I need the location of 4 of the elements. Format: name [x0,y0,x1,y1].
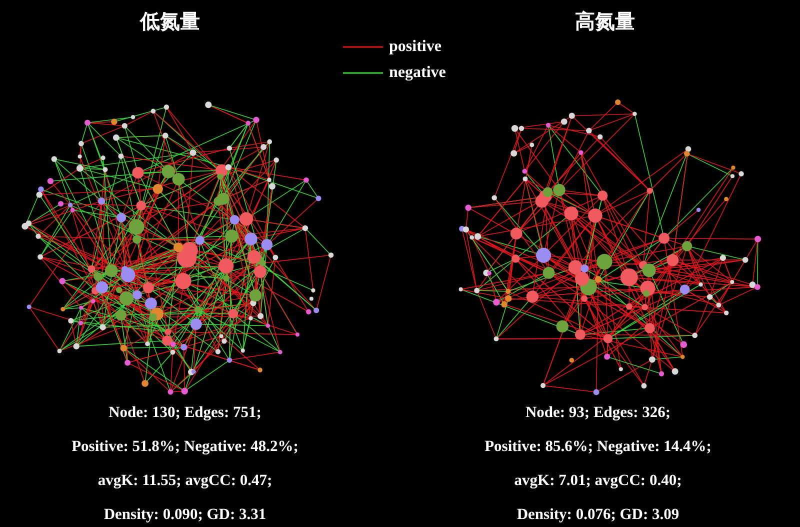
legend-text: negative [389,63,446,83]
panel-title: 低氮量 [138,8,201,35]
panel-title: 高氮量 [574,8,636,35]
legend-text: positive [389,37,442,57]
